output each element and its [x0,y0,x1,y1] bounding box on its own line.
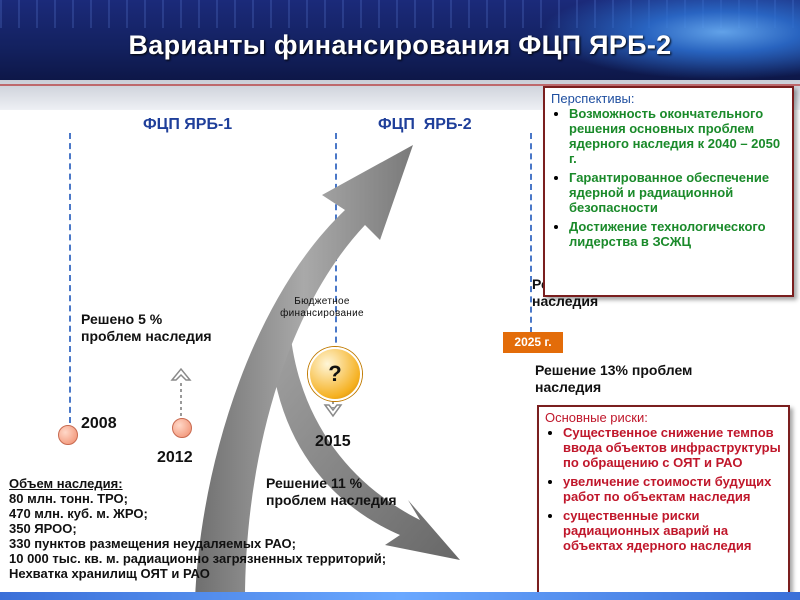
legacy-volume-line: Нехватка хранилищ ОЯТ и РАО [9,566,210,581]
legacy-volume-heading: Объем наследия: [9,476,123,491]
big-grey-arrow-up [195,145,413,600]
big-grey-arrow-down [270,330,460,560]
list-item: Гарантированное обеспечение ядерной и ра… [569,170,786,215]
solved-5-text: Решено 5 % проблем наследия [81,311,212,344]
legacy-volume-line: 470 млн. куб. м. ЖРО; [9,506,148,521]
perspective-item-3: Достижение технологического лидерства в … [569,219,766,249]
label-yarb1: ФЦП ЯРБ-1 [143,116,233,133]
perspectives-heading: Перспективы: [551,91,635,106]
label-yarb2: ФЦП ЯРБ-2 [378,116,472,133]
risk-item-2: увеличение стоимости будущих работ по об… [563,474,772,504]
budget-financing-label: Бюджетное финансирование [280,296,364,319]
timeline-dash-yarb1 [69,133,71,423]
legacy-volume-block: Объем наследия: 80 млн. тонн. ТРО; 470 м… [9,476,479,581]
risk-item-3: существенные риски радиационных аварий н… [563,508,752,553]
list-item: существенные риски радиационных аварий н… [563,508,782,553]
risks-heading: Основные риски: [545,410,648,425]
page-title: Варианты финансирования ФЦП ЯРБ-2 [128,30,672,60]
solved-13-text: Решение 13% проблем наследия [535,362,693,395]
perspective-item-1: Возможность окончательного решения основ… [569,106,781,166]
timeline-dot-2008 [58,425,78,445]
list-item: увеличение стоимости будущих работ по об… [563,474,782,504]
year-2012: 2012 [157,449,193,466]
solved-11-text: Решение 11 % проблем наследия [266,475,397,508]
header-banner: Варианты финансирования ФЦП ЯРБ-2 [0,0,800,80]
perspectives-list: Возможность окончательного решения основ… [551,106,786,249]
perspectives-box: Перспективы: Возможность окончательного … [543,86,794,297]
perspective-item-2: Гарантированное обеспечение ядерной и ра… [569,170,770,215]
risks-list: Существенное снижение темпов ввода объек… [545,425,782,553]
list-item: Достижение технологического лидерства в … [569,219,786,249]
badge-2025: 2025 г. [503,332,563,353]
year-2008: 2008 [81,415,117,432]
timeline-dash-2025 [530,133,532,333]
question-circle: ? [308,347,362,401]
list-item: Существенное снижение темпов ввода объек… [563,425,782,470]
year-2015: 2015 [315,433,351,450]
risks-box: Основные риски: Существенное снижение те… [537,405,790,599]
legacy-volume-line: 80 млн. тонн. ТРО; [9,491,128,506]
up-arrow-icon [170,367,192,418]
timeline-dot-2012 [172,418,192,438]
legacy-volume-line: 350 ЯРОО; [9,521,77,536]
header-glow-decoration [540,0,800,80]
accent-line [0,84,800,86]
list-item: Возможность окончательного решения основ… [569,106,786,166]
legacy-volume-line: 330 пунктов размещения неудаляемых РАО; [9,536,296,551]
risk-item-1: Существенное снижение темпов ввода объек… [563,425,781,470]
legacy-volume-line: 10 000 тыс. кв. м. радиационно загрязнен… [9,551,387,566]
bottom-decoration-bar [0,592,800,600]
